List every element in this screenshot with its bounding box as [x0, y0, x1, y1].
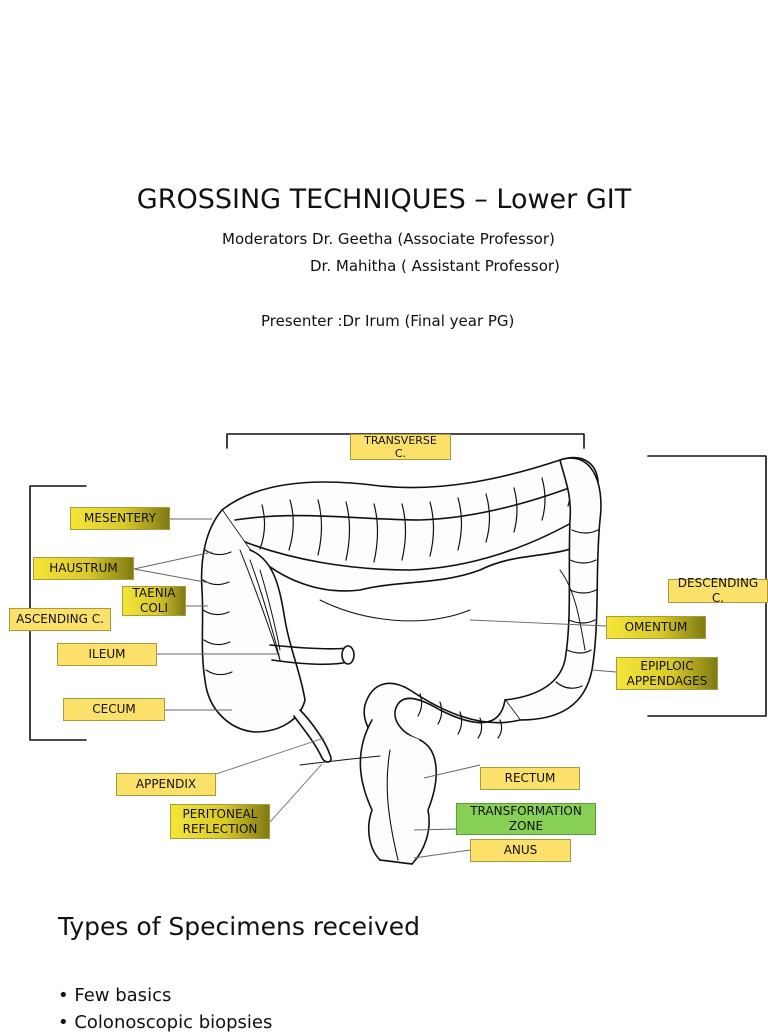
colon-illustration	[29, 433, 767, 865]
label-anus: ANUS	[470, 839, 571, 862]
label-haustrum: HAUSTRUM	[33, 557, 134, 580]
label-mesentery: MESENTERY	[70, 507, 170, 530]
label-transformation-zone: TRANSFORMATION ZONE	[456, 803, 596, 835]
label-ascending-colon: ASCENDING C.	[9, 608, 111, 631]
label-ileum: ILEUM	[57, 643, 157, 666]
bullet-item: • Colonoscopic biopsies	[58, 1012, 273, 1033]
moderators-line-1: Moderators Dr. Geetha (Associate Profess…	[222, 230, 555, 248]
label-cecum: CECUM	[63, 698, 165, 721]
slide-title: GROSSING TECHNIQUES – Lower GIT	[136, 184, 632, 215]
label-rectum: RECTUM	[480, 767, 580, 790]
bullet-list: • Few basics • Colonoscopic biopsies	[58, 982, 272, 1036]
bullet-text: Few basics	[74, 985, 172, 1006]
label-peritoneal-reflection: PERITONEAL REFLECTION	[170, 804, 270, 839]
bullet-text: Colonoscopic biopsies	[74, 1012, 273, 1033]
bullet-item: • Few basics	[58, 985, 172, 1006]
section-title: Types of Specimens received	[58, 912, 421, 941]
label-taenia-coli: TAENIA COLI	[122, 586, 186, 616]
moderators-line-2: Dr. Mahitha ( Assistant Professor)	[310, 257, 560, 275]
presenter-line: Presenter :Dr Irum (Final year PG)	[261, 312, 515, 330]
label-omentum: OMENTUM	[606, 616, 706, 639]
label-epiploic-appendages: EPIPLOIC APPENDAGES	[616, 657, 718, 690]
label-transverse: TRANSVERSE C.	[350, 434, 451, 460]
label-appendix: APPENDIX	[116, 773, 216, 796]
label-descending-colon: DESCENDING C.	[668, 576, 768, 605]
colon-anatomy-diagram: TRANSVERSE C. MESENTERY HAUSTRUM TAENIA …	[0, 420, 768, 880]
